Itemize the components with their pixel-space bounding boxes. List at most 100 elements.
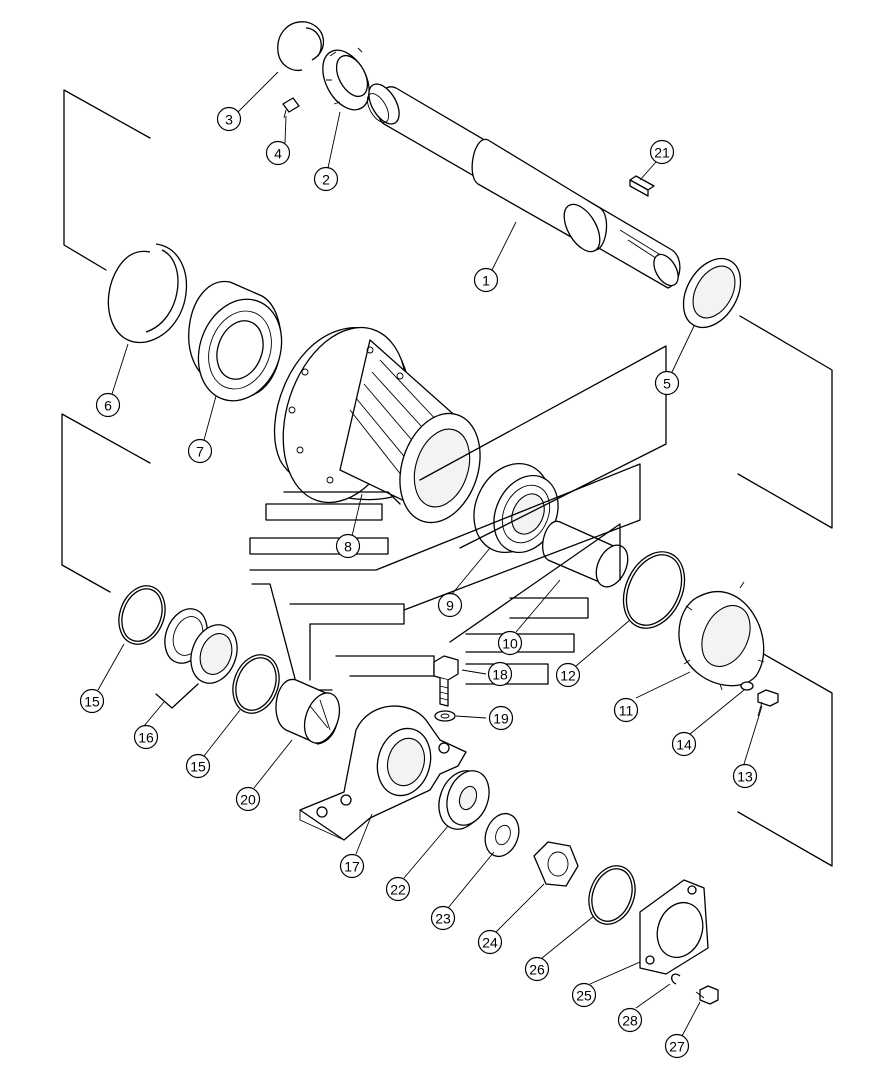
callout-circle [487,661,513,687]
callout-label: 12 [560,668,576,684]
part-21-key [629,175,655,197]
callout-circle [265,140,291,166]
callout-label: 21 [654,145,670,161]
callout-label: 9 [446,598,454,614]
part-13-bolt [757,689,779,717]
part-7-bearing [188,281,283,402]
callout-19: 19 [488,705,514,731]
callout-label: 28 [622,1013,638,1029]
callout-label: 27 [669,1039,685,1055]
callout-16: 16 [133,724,159,750]
callout-12: 12 [555,662,581,688]
callout-6: 6 [95,392,121,418]
callout-layer: 1234567891011121314151516171819202122232… [79,106,758,1059]
callout-27: 27 [664,1033,690,1059]
part-28-washer [671,973,681,985]
callout-10: 10 [497,630,523,656]
callout-circle [555,662,581,688]
callout-21: 21 [649,139,675,165]
callout-circle [617,1007,643,1033]
callout-5: 5 [654,370,680,396]
callout-label: 19 [493,711,509,727]
callout-label: 2 [322,172,330,188]
callout-circle [571,982,597,1008]
callout-circle [437,592,463,618]
part-2-lock-nut [322,47,370,111]
callout-26: 26 [524,956,550,982]
callout-circle [732,763,758,789]
callout-circle [187,438,213,464]
callout-circle [488,705,514,731]
callout-14: 14 [671,731,697,757]
part-24-hex-nut [533,841,579,887]
callout-label: 14 [676,737,692,753]
callout-label: 4 [274,146,282,162]
callout-circle [185,753,211,779]
part-23-lock-washer [484,812,520,858]
callout-label: 15 [190,759,206,775]
callout-label: 20 [240,792,256,808]
callout-13: 13 [732,763,758,789]
assembly-guide-lines [61,89,833,867]
callout-label: 22 [390,882,406,898]
callout-label: 8 [344,539,352,555]
part-5-seal-ring [682,257,742,329]
callout-18: 18 [487,661,513,687]
part-15-o-ring-left [118,585,166,645]
part-8-hub [273,326,481,524]
callout-circle [497,630,523,656]
callout-label: 25 [576,988,592,1004]
part-25-end-cover [639,879,709,975]
part-3-snap-ring [277,21,325,72]
part-12-o-ring [622,551,686,629]
callout-circle [430,905,456,931]
callout-label: 5 [663,376,671,392]
callout-3: 3 [216,106,242,132]
callout-label: 26 [529,962,545,978]
callout-circle [671,731,697,757]
callout-label: 24 [482,935,498,951]
callout-label: 10 [502,636,518,652]
callout-17: 17 [339,853,365,879]
callout-circle [473,267,499,293]
callout-label: 16 [138,730,154,746]
part-26-o-ring [588,865,636,925]
callout-1: 1 [473,267,499,293]
callout-label: 6 [104,398,112,414]
callout-label: 17 [344,859,360,875]
callout-label: 13 [737,769,753,785]
part-18-bolt [433,655,459,707]
callout-9: 9 [437,592,463,618]
callout-22: 22 [385,876,411,902]
callout-circle [216,106,242,132]
callout-circle [133,724,159,750]
callout-circle [477,929,503,955]
part-4-screw [282,97,300,119]
callout-label: 18 [492,667,508,683]
callout-circle [335,533,361,559]
callout-circle [95,392,121,418]
part-22-washer [438,770,490,830]
part-14-washer [740,681,754,691]
callout-label: 15 [84,694,100,710]
callout-28: 28 [617,1007,643,1033]
part-6-snap-ring [107,243,187,344]
callout-15a: 15 [79,688,105,714]
callout-label: 11 [619,703,634,719]
part-1-shaft [366,83,681,289]
callout-circle [613,697,639,723]
callout-8: 8 [335,533,361,559]
callout-7: 7 [187,438,213,464]
part-19-washer [434,710,456,722]
part-20-bushing [275,679,341,745]
part-17-housing [299,705,467,841]
callout-23: 23 [430,905,456,931]
callout-circle [664,1033,690,1059]
callout-circle [339,853,365,879]
part-11-flange-nut [678,581,765,691]
callout-label: 7 [196,444,204,460]
callout-circle [235,786,261,812]
callout-circle [385,876,411,902]
